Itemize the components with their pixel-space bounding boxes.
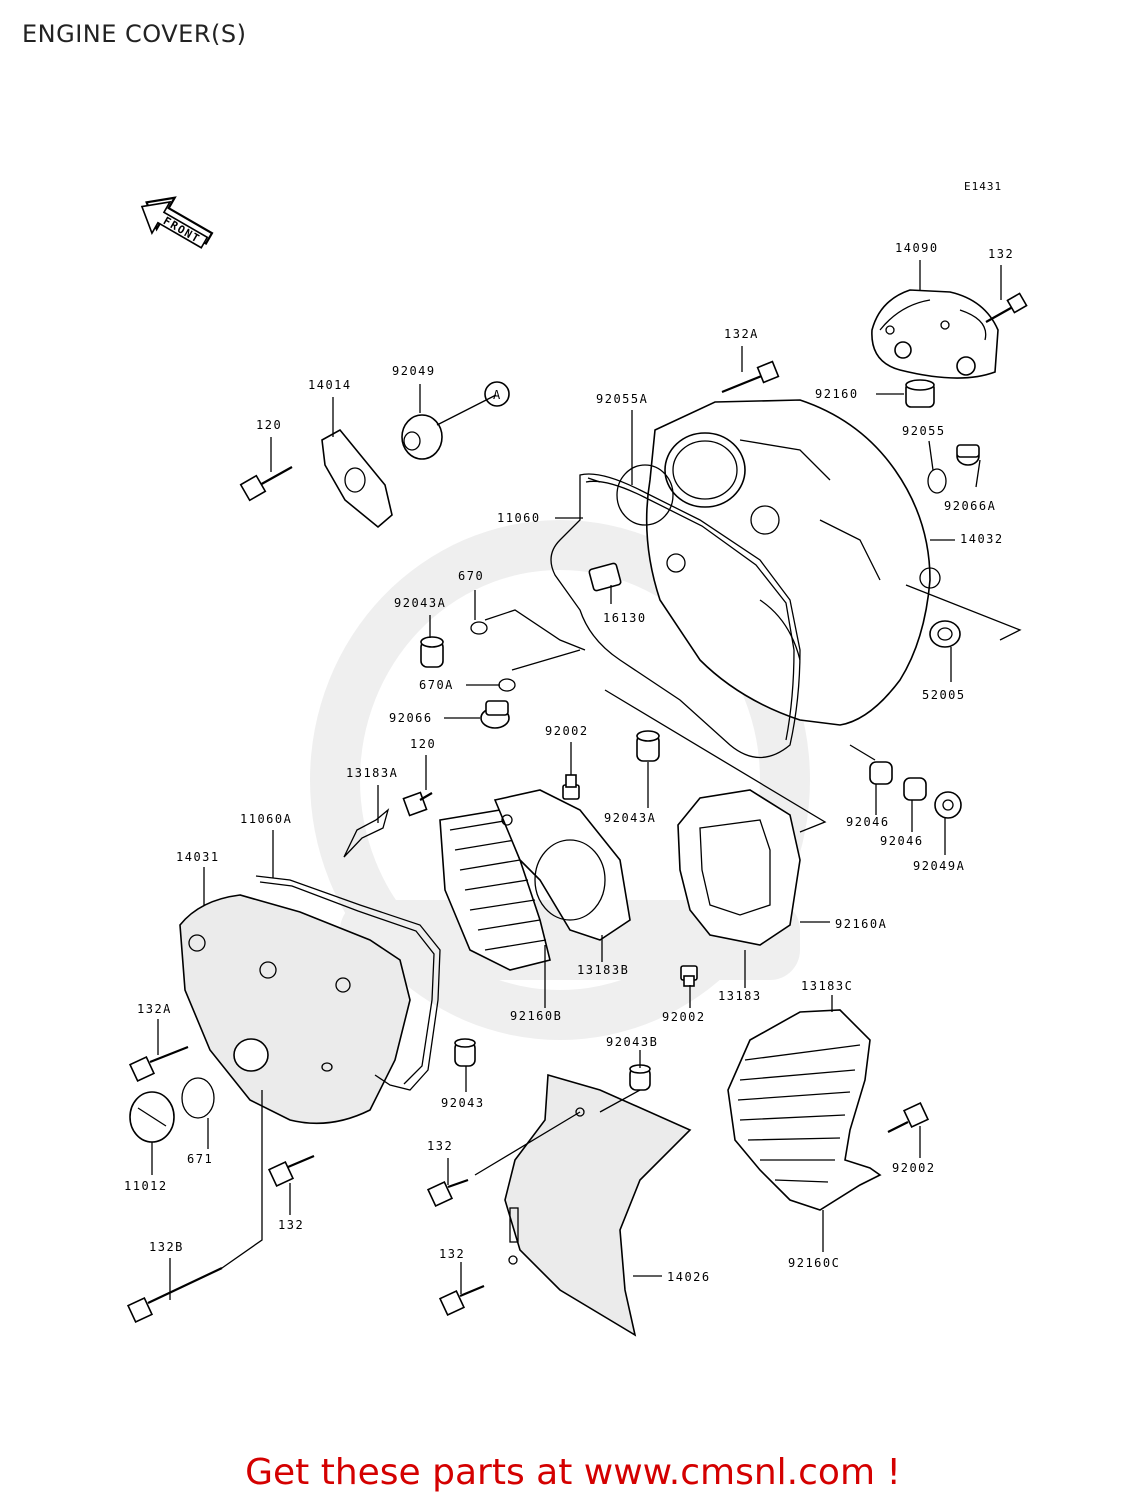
label-92002-low: 92002 [662, 1010, 706, 1024]
damper-plate-13183C [727, 1009, 882, 1211]
sprocket-cover-14026 [504, 1073, 692, 1337]
label-120-top: 120 [256, 418, 282, 432]
part-14090-cap [871, 289, 999, 379]
bolt-132B-icon [126, 1267, 223, 1324]
label-52005: 52005 [922, 688, 966, 702]
bracket-13183A-icon [343, 808, 390, 858]
bolt-92002-right-icon [887, 1101, 930, 1133]
label-132-top: 132 [988, 247, 1014, 261]
diagram-code: E1431 [964, 180, 1003, 193]
gasket-11060 [550, 464, 801, 758]
oring-671-icon [181, 1077, 215, 1119]
exploded-parts-diagram: FRONT [124, 196, 1028, 1337]
label-92160: 92160 [815, 387, 859, 401]
label-92002-mid: 92002 [545, 724, 589, 738]
part-labels: 14090 132 132A 92160 92055 92066A 14032 … [124, 241, 1014, 1284]
ref-circle-a-label: A [493, 388, 502, 402]
label-92043A-mid: 92043A [604, 811, 656, 825]
label-14031: 14031 [176, 850, 220, 864]
label-14090: 14090 [895, 241, 939, 255]
cap-11012-icon [129, 1091, 175, 1143]
label-92049: 92049 [392, 364, 436, 378]
dowel-92043A-icon [420, 636, 444, 668]
front-arrow-icon: FRONT [140, 196, 214, 249]
bolt-92002-low-icon [680, 965, 698, 987]
label-11060A: 11060A [240, 812, 292, 826]
label-92002-right: 92002 [892, 1161, 936, 1175]
footer-promo: Get these parts at www.cmsnl.com ! [245, 1452, 901, 1493]
front-label: FRONT [161, 214, 203, 246]
label-120-mid: 120 [410, 737, 436, 751]
bolt-120-mid-icon [402, 791, 433, 817]
label-92043A-left: 92043A [394, 596, 446, 610]
label-92066A: 92066A [944, 499, 996, 513]
bolt-132-top-icon [985, 292, 1028, 323]
oring-670-icon [470, 621, 488, 635]
label-14014: 14014 [308, 378, 352, 392]
label-92160B: 92160B [510, 1009, 562, 1023]
bearing-92046-a-icon [869, 761, 893, 785]
bearing-92046-b-icon [903, 777, 927, 801]
plate-13183 [677, 789, 801, 946]
leader-lines [151, 260, 1022, 1300]
label-92049A: 92049A [913, 859, 965, 873]
bolt-120-top-icon [239, 466, 293, 502]
label-11012: 11012 [124, 1179, 168, 1193]
label-13183B: 13183B [577, 963, 629, 977]
label-16130: 16130 [603, 611, 647, 625]
label-92055: 92055 [902, 424, 946, 438]
label-671: 671 [187, 1152, 213, 1166]
gasket-11060A [255, 875, 441, 1091]
bolt-132-cover-icon [438, 1284, 485, 1317]
label-11060: 11060 [497, 511, 541, 525]
bolt-132A-top-icon [721, 360, 780, 394]
label-92160C: 92160C [788, 1256, 840, 1270]
seal-52005-icon [929, 620, 961, 648]
seal-92049-icon [401, 414, 443, 460]
ref-circle-a [484, 381, 510, 407]
bolt-132-low-icon [426, 1178, 469, 1208]
label-13183C: 13183C [801, 979, 853, 993]
label-13183A: 13183A [346, 766, 398, 780]
spacer-92160-icon [905, 379, 935, 408]
label-13183: 13183 [718, 989, 762, 1003]
label-132A-left: 132A [137, 1002, 172, 1016]
oring-92055-icon [927, 468, 947, 494]
bracket-13183B [493, 789, 631, 941]
label-92055A: 92055A [596, 392, 648, 406]
label-670A: 670A [419, 678, 454, 692]
label-14032: 14032 [960, 532, 1004, 546]
label-670: 670 [458, 569, 484, 583]
plug-92066A-icon [956, 444, 980, 466]
left-cover-14031 [179, 894, 411, 1125]
plate-14014-icon [321, 428, 393, 529]
page-title: ENGINE COVER(S) [22, 20, 247, 48]
dowel-92043A-mid-icon [636, 730, 660, 762]
dowel-92043B-icon [629, 1064, 651, 1091]
label-92043B: 92043B [606, 1035, 658, 1049]
bolt-92002-mid-icon [562, 774, 580, 800]
label-92160A: 92160A [835, 917, 887, 931]
label-132-cover: 132 [439, 1247, 465, 1261]
bolt-132A-left-icon [128, 1045, 189, 1083]
bolt-132-mid-icon [267, 1154, 315, 1188]
label-132A-top: 132A [724, 327, 759, 341]
label-132B: 132B [149, 1240, 184, 1254]
crankcase-cover-14032 [645, 399, 941, 726]
label-92046-a: 92046 [846, 815, 890, 829]
dowel-92043-icon [454, 1038, 476, 1067]
dowel-16130-icon [588, 553, 686, 592]
label-92046-b: 92046 [880, 834, 924, 848]
label-132-mid: 132 [278, 1218, 304, 1232]
label-92066: 92066 [389, 711, 433, 725]
label-14026: 14026 [667, 1270, 711, 1284]
label-132-low: 132 [427, 1139, 453, 1153]
label-92043: 92043 [441, 1096, 485, 1110]
plug-92066-icon [480, 700, 510, 729]
seal-92049A-icon [934, 791, 962, 819]
